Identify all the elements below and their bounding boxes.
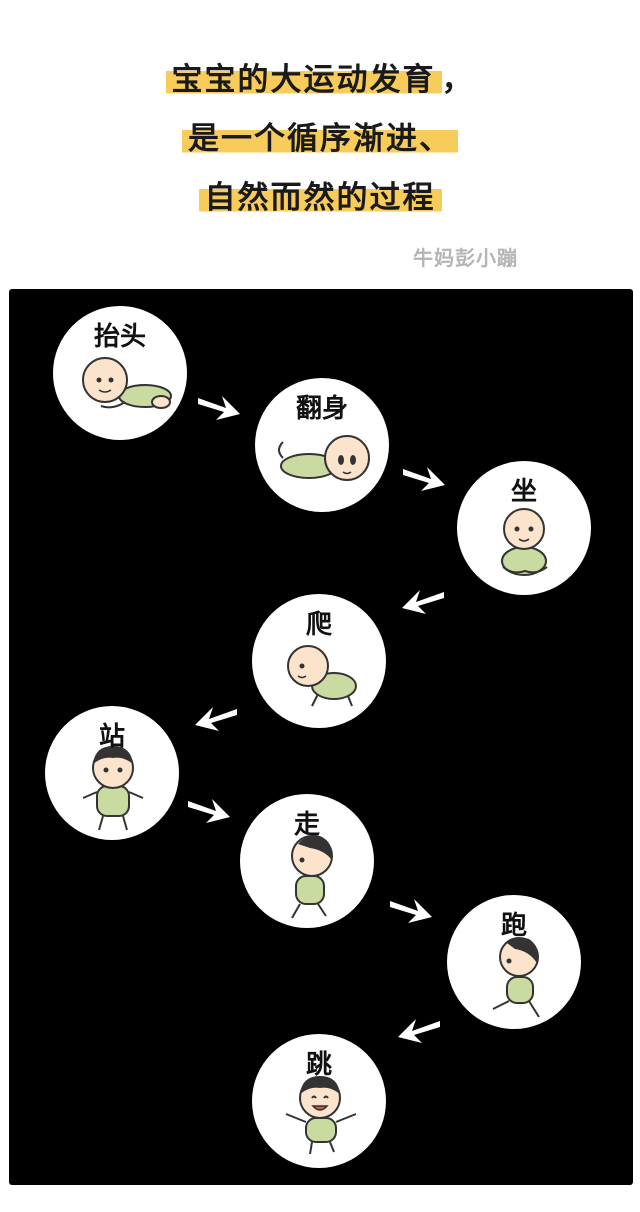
- baby-stand-illustration: [82, 746, 144, 831]
- left-down-arrow-icon: [398, 1019, 440, 1043]
- title-line-1: 宝宝的大运动发育，: [0, 54, 640, 99]
- baby-run-illustration: [492, 937, 540, 1018]
- stage-sit: 坐: [457, 461, 591, 595]
- stage-label: 站: [98, 722, 125, 752]
- title-highlight: 自然而然的过程: [198, 180, 442, 216]
- stage-jump: 跳: [252, 1034, 386, 1168]
- title-line-2: 是一个循序渐进、: [0, 113, 640, 158]
- title-highlight: 是一个循序渐进、: [182, 121, 458, 157]
- stage-label: 爬: [305, 610, 332, 640]
- left-down-arrow-icon: [195, 707, 237, 731]
- right-down-arrow-icon: [403, 467, 445, 491]
- title-highlight: 宝宝的大运动发育: [165, 62, 442, 98]
- stage-crawl: 爬: [252, 594, 386, 728]
- stage-lift-head: 抬头: [53, 306, 187, 440]
- left-down-arrow-icon: [402, 590, 444, 614]
- stage-label: 翻身: [295, 394, 348, 424]
- stage-stand: 站: [45, 706, 179, 840]
- title-line-3: 自然而然的过程: [0, 172, 640, 217]
- right-down-arrow-icon: [188, 799, 230, 823]
- stage-label: 坐: [510, 477, 537, 507]
- baby-sit-illustration: [501, 508, 548, 576]
- stage-label: 跑: [500, 911, 527, 941]
- author-watermark: 牛妈彭小蹦: [413, 246, 518, 270]
- stage-label: 跳: [305, 1050, 332, 1080]
- baby-walk-illustration: [291, 835, 333, 919]
- baby-lift-head-illustration: [82, 357, 172, 409]
- stage-roll-over: 翻身: [255, 378, 389, 512]
- right-down-arrow-icon: [390, 899, 432, 923]
- right-down-arrow-icon: [198, 396, 240, 420]
- baby-crawl-illustration: [287, 645, 357, 707]
- stage-label: 走: [293, 810, 320, 840]
- stage-label: 抬头: [93, 322, 146, 352]
- baby-roll-over-illustration: [278, 435, 370, 481]
- baby-jump-illustration: [285, 1076, 357, 1155]
- stage-walk: 走: [240, 794, 374, 928]
- stage-run: 跑: [447, 895, 581, 1029]
